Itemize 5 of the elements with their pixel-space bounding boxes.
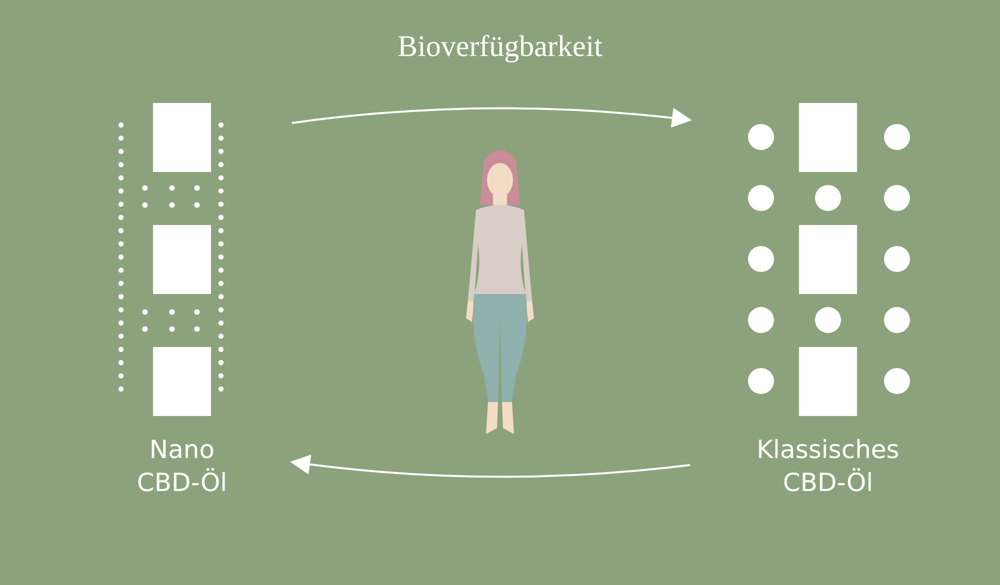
curved-arrow	[290, 454, 690, 478]
curved-arrow	[292, 107, 692, 128]
particle-label: Klassisches CBD-Öl	[756, 434, 900, 499]
title: Bioverfügbarkeit	[396, 30, 604, 64]
particle-label: Nano CBD-Öl	[136, 434, 228, 499]
